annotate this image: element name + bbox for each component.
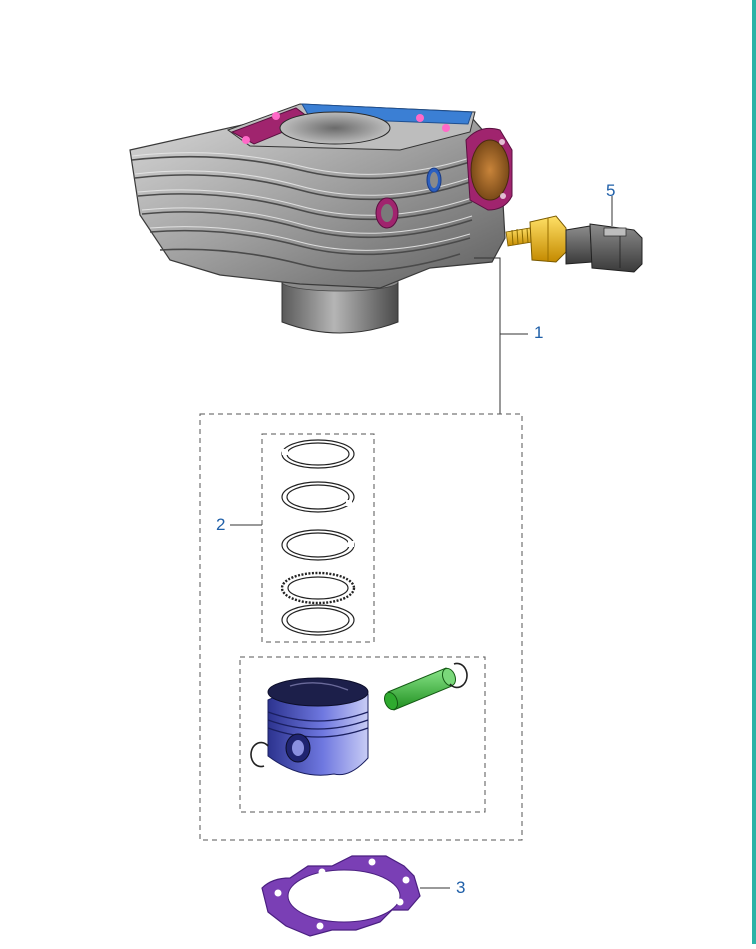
callout-1: 1 (534, 323, 544, 342)
ring-set-box (261, 433, 375, 643)
leader-line-1 (474, 257, 501, 414)
oil-ring-expander (280, 571, 356, 605)
leader-lines (230, 196, 613, 889)
callout-5: 5 (606, 181, 616, 200)
cylinder-block-icon (129, 103, 513, 334)
circlip-icon (250, 662, 468, 768)
callout-2: 2 (216, 515, 226, 534)
piston-pin-icon (383, 667, 457, 711)
piston-kit-box (199, 413, 523, 841)
page-edge-accent (752, 0, 756, 944)
piston-icon (267, 677, 369, 776)
piston-ring-icon (280, 439, 356, 636)
cooling-fins (131, 155, 473, 272)
sensor-icon (505, 215, 643, 273)
callout-3: 3 (456, 878, 466, 897)
piston-pin-box (239, 656, 486, 813)
gasket-icon (261, 855, 421, 937)
